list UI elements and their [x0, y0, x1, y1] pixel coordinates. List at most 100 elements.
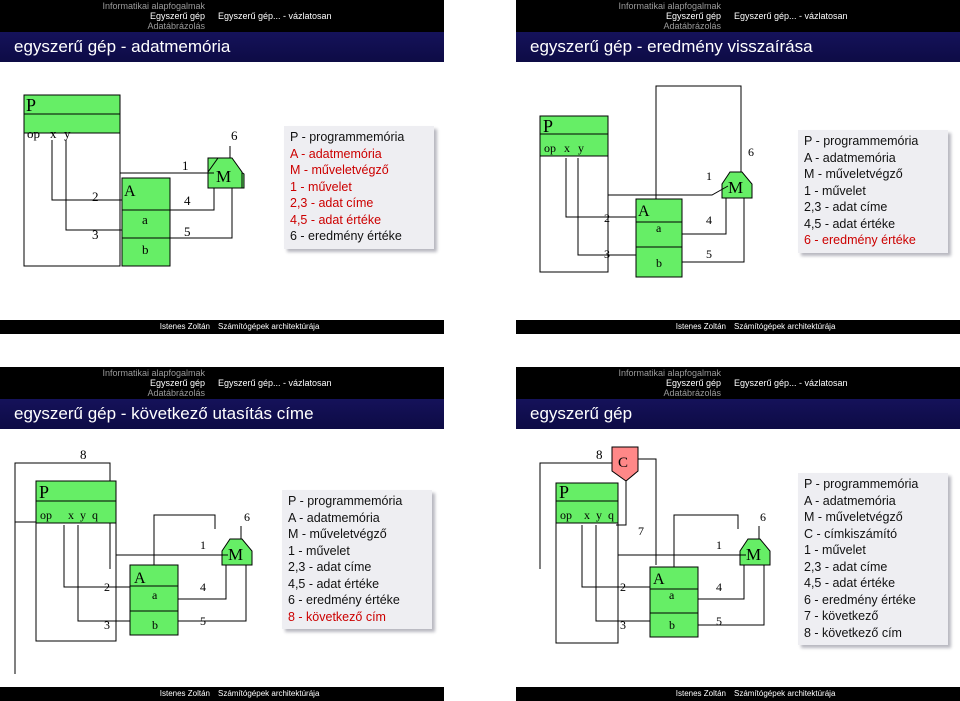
footer-bar: Istenes Zoltán Számítógépek architektúrá…	[0, 687, 444, 701]
nav-link-informatikai[interactable]: Informatikai alapfogalmak	[618, 1, 721, 11]
label-x: x	[68, 508, 74, 522]
legend-item: 2,3 - adat címe	[288, 560, 372, 574]
title-bar: egyszerű gép - következő utasítás címe	[0, 399, 444, 429]
label-a: a	[142, 212, 148, 227]
label-C: C	[618, 455, 628, 471]
label-1: 1	[182, 158, 189, 173]
slide-4: Informatikai alapfogalmak Egyszerű gép A…	[516, 367, 960, 701]
nav-subsection[interactable]: Egyszerű gép... - vázlatosan	[218, 378, 332, 388]
label-P: P	[543, 116, 553, 136]
machine-diagram: 8 P op x y q A a b 2 3 M 6 1 4 5	[14, 447, 253, 674]
footer-author: Istenes Zoltán	[675, 322, 726, 331]
alu-block	[721, 171, 753, 199]
label-4: 4	[184, 193, 191, 208]
label-M: M	[228, 545, 243, 564]
legend-item: 4,5 - adat értéke	[804, 216, 896, 231]
legend-item: 6 - eredmény értéke	[290, 229, 402, 243]
label-op: op	[40, 508, 52, 522]
nav-link-egyszeru-gep[interactable]: Egyszerű gép	[665, 378, 721, 388]
alu-block	[221, 538, 253, 566]
label-2: 2	[92, 189, 99, 204]
nav-link-informatikai[interactable]: Informatikai alapfogalmak	[102, 1, 205, 11]
machine-diagram: P op x y A a b 2 3 M 6 1 4 5	[23, 94, 245, 267]
legend-item: A - adatmemória	[804, 150, 896, 165]
legend-item: M - műveletvégző	[804, 167, 903, 181]
label-b: b	[142, 242, 149, 257]
label-a: a	[656, 221, 662, 235]
nav-link-informatikai[interactable]: Informatikai alapfogalmak	[102, 368, 205, 378]
legend-item: P - programmemória	[290, 130, 405, 144]
legend-item: 2,3 - adat címe	[804, 200, 888, 214]
nav-subsection[interactable]: Egyszerű gép... - vázlatosan	[218, 11, 332, 21]
label-5: 5	[200, 614, 206, 628]
label-4: 4	[200, 580, 206, 594]
alu-block	[739, 538, 771, 566]
legend-item: 6 - eredmény értéke	[288, 593, 400, 607]
label-5: 5	[716, 614, 722, 628]
footer-bar: Istenes Zoltán Számítógépek architektúrá…	[0, 320, 444, 334]
label-3: 3	[104, 618, 110, 632]
label-2: 2	[104, 580, 110, 594]
nav-link-adatabrazolas[interactable]: Adatábrázolás	[147, 21, 205, 31]
legend-box: P - programmemória A - adatmemória M - m…	[282, 490, 432, 629]
label-6: 6	[231, 128, 238, 143]
legend-box: P - programmemória A - adatmemória M - m…	[798, 130, 948, 253]
legend-item: 2,3 - adat címe	[804, 559, 888, 574]
data-memory-block	[129, 564, 179, 636]
title-bar: egyszerű gép	[516, 399, 960, 429]
legend-item: M - műveletvégző	[288, 527, 387, 541]
nav-subsection[interactable]: Egyszerű gép... - vázlatosan	[734, 378, 848, 388]
slide-2: Informatikai alapfogalmak Egyszerű gép A…	[516, 0, 960, 334]
nav-link-informatikai[interactable]: Informatikai alapfogalmak	[618, 368, 721, 378]
legend-item: 7 - következő	[804, 609, 879, 623]
nav-link-egyszeru-gep[interactable]: Egyszerű gép	[665, 11, 721, 21]
nav-bar: Informatikai alapfogalmak Egyszerű gép A…	[0, 0, 444, 32]
label-y: y	[596, 508, 602, 522]
title-bar: egyszerű gép - adatmemória	[0, 32, 444, 62]
label-6: 6	[748, 145, 754, 159]
nav-link-adatabrazolas[interactable]: Adatábrázolás	[147, 388, 205, 398]
label-M: M	[728, 178, 743, 197]
label-op: op	[544, 141, 556, 155]
nav-link-adatabrazolas[interactable]: Adatábrázolás	[663, 388, 721, 398]
label-7: 7	[638, 524, 644, 538]
legend-item: 8 - következő cím	[288, 609, 386, 624]
nav-bar: Informatikai alapfogalmak Egyszerű gép A…	[516, 367, 960, 399]
program-memory-block	[35, 480, 117, 524]
label-5: 5	[706, 247, 712, 261]
slide-title: egyszerű gép - következő utasítás címe	[14, 404, 314, 423]
legend-item: 4,5 - adat értéke	[288, 576, 380, 591]
slide-title: egyszerű gép - eredmény visszaírása	[530, 37, 813, 56]
label-6: 6	[760, 510, 766, 524]
label-op: op	[560, 508, 572, 522]
footer-author: Istenes Zoltán	[159, 689, 210, 698]
label-3: 3	[604, 247, 610, 261]
nav-link-egyszeru-gep[interactable]: Egyszerű gép	[149, 11, 205, 21]
legend-box: P - programmemória A - adatmemória M - m…	[284, 126, 434, 249]
legend-item: 8 - következő cím	[804, 625, 902, 640]
slide-title: egyszerű gép	[530, 404, 633, 423]
title-bar: egyszerű gép - eredmény visszaírása	[516, 32, 960, 62]
label-8: 8	[80, 447, 87, 462]
label-8: 8	[596, 447, 603, 462]
nav-link-adatabrazolas[interactable]: Adatábrázolás	[663, 21, 721, 31]
nav-sections: Informatikai alapfogalmak Egyszerű gép A…	[0, 367, 215, 399]
label-b: b	[152, 618, 158, 632]
nav-link-egyszeru-gep[interactable]: Egyszerű gép	[149, 378, 205, 388]
legend-item: A - adatmemória	[290, 146, 382, 161]
legend-item: 1 - művelet	[288, 543, 350, 558]
slide-title: egyszerű gép - adatmemória	[14, 37, 231, 56]
legend-item: 4,5 - adat értéke	[290, 212, 382, 227]
label-x: x	[564, 141, 570, 155]
legend-item: P - programmemória	[804, 134, 919, 148]
label-1: 1	[706, 169, 712, 183]
footer-author: Istenes Zoltán	[159, 322, 210, 331]
legend-item: 1 - művelet	[804, 543, 866, 557]
slide-3: Informatikai alapfogalmak Egyszerű gép A…	[0, 367, 444, 701]
nav-subsection[interactable]: Egyszerű gép... - vázlatosan	[734, 11, 848, 21]
footer-bar: Istenes Zoltán Számítógépek architektúrá…	[516, 687, 960, 701]
footer-bar: Istenes Zoltán Számítógépek architektúrá…	[516, 320, 960, 334]
label-4: 4	[716, 580, 722, 594]
label-q: q	[92, 508, 98, 522]
legend-item: A - adatmemória	[288, 510, 380, 525]
